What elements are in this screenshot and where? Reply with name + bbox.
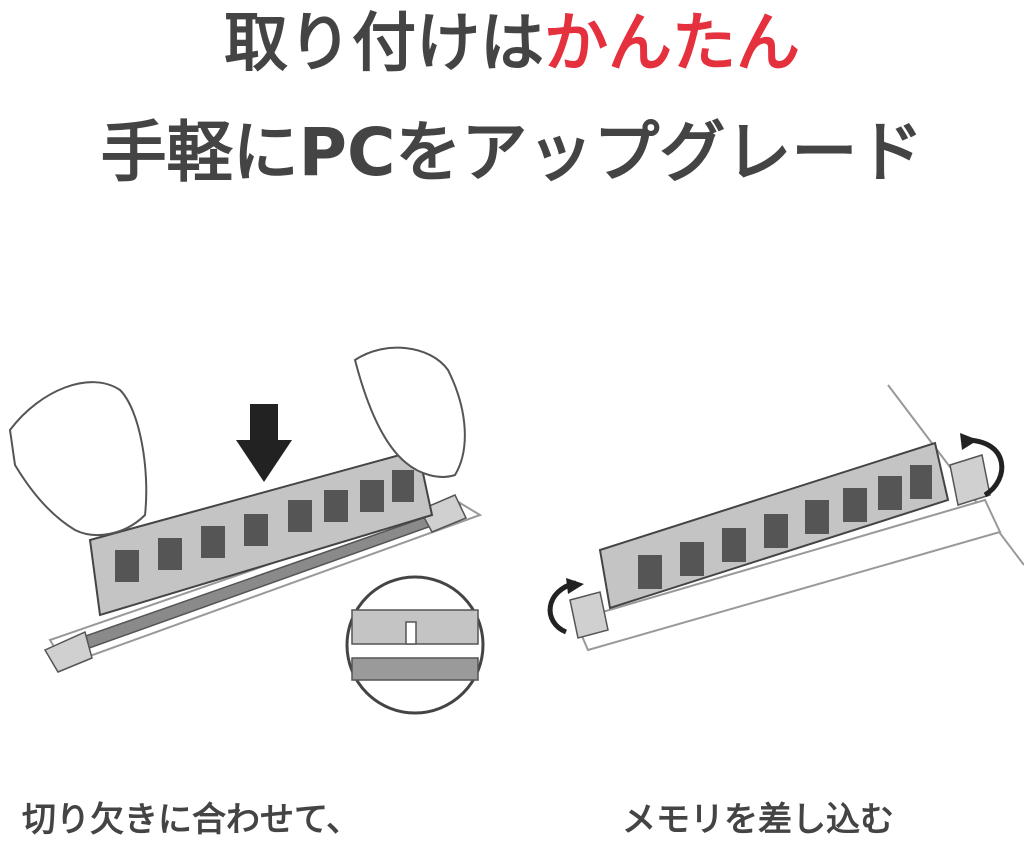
slot-latch-left — [43, 630, 93, 673]
slot-latch-right — [418, 494, 468, 533]
hand-right — [353, 346, 466, 478]
caption-left: 切り欠きに合わせて、 — [22, 800, 361, 840]
rotate-arrow-head — [566, 578, 584, 594]
magnifier-inset-icon — [345, 575, 485, 715]
memory-chip — [878, 476, 902, 510]
memory-chip — [244, 514, 268, 546]
slot-latch-left — [569, 591, 609, 639]
caption-right: メモリを差し込む — [622, 800, 894, 840]
memory-chip — [805, 500, 829, 534]
memory-chip — [115, 550, 139, 582]
rotate-arrow-icon — [964, 437, 1005, 498]
memory-chip — [158, 538, 182, 570]
memory-chip — [910, 465, 932, 499]
memory-chip — [722, 528, 746, 562]
memory-slot-right — [573, 498, 1002, 652]
memory-chip — [392, 470, 414, 502]
right-illustration — [547, 384, 1024, 652]
rotate-arrow-head — [960, 433, 978, 450]
headline-line1: 取り付けはかんたん — [0, 0, 1024, 88]
slot-latch-right — [949, 454, 991, 506]
memory-chip — [360, 480, 384, 512]
memory-chip — [843, 488, 867, 522]
memory-chips-right — [638, 465, 932, 589]
memory-chip — [201, 526, 225, 558]
installation-illustration — [8, 346, 1024, 715]
headline-line2: 手軽にPCをアップグレード — [100, 114, 924, 191]
headline-main: 取り付けは — [224, 7, 544, 81]
memory-chip — [288, 500, 312, 532]
memory-chip — [638, 555, 662, 589]
headline-accent: かんたん — [544, 7, 800, 81]
notch-slot — [351, 657, 479, 681]
memory-chips-left — [115, 470, 414, 582]
left-illustration — [8, 346, 485, 715]
hand-left — [8, 381, 148, 536]
notch-key — [405, 621, 417, 645]
memory-chip — [324, 490, 348, 522]
down-arrow-icon — [236, 404, 292, 482]
memory-chip — [764, 514, 788, 548]
memory-chip — [680, 542, 704, 576]
